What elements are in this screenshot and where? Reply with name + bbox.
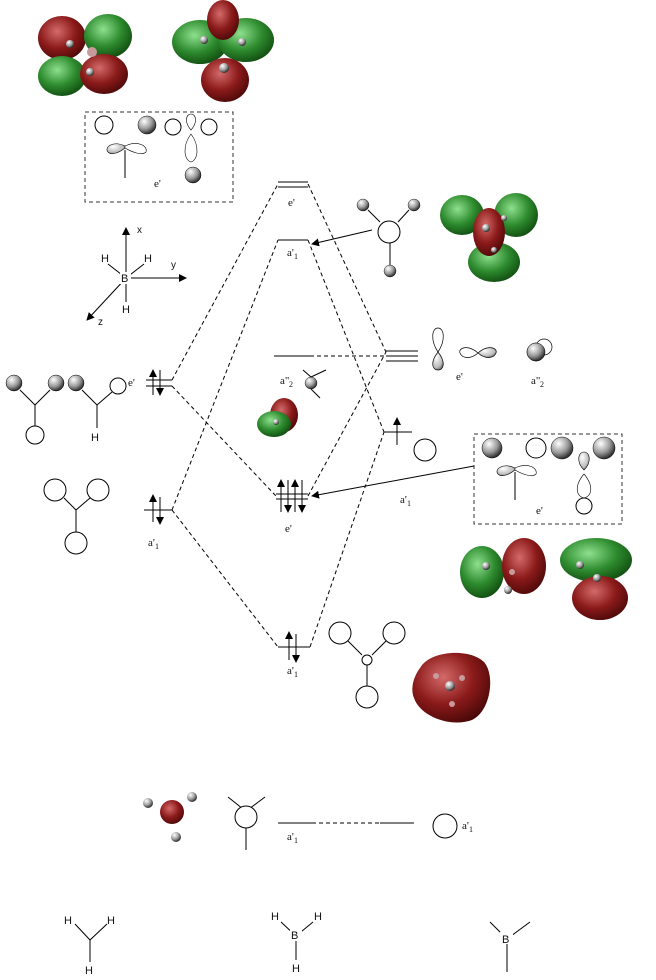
e-salc-box-right: e' bbox=[311, 433, 623, 525]
label-e-prime-bonding: e' bbox=[285, 523, 292, 535]
svg-text:H: H bbox=[314, 911, 322, 923]
label-a1-bottom-left: a' bbox=[287, 831, 294, 843]
orbital-3d-a1-antibonding bbox=[440, 193, 538, 282]
level-left-e-prime bbox=[146, 369, 172, 396]
svg-text:1: 1 bbox=[294, 836, 298, 845]
atom-H-axis-3: H bbox=[122, 304, 130, 316]
level-right-s: a' 1 bbox=[384, 417, 437, 508]
label-a1-bonding: a' bbox=[287, 665, 294, 677]
atom-H-left-salc: H bbox=[91, 432, 99, 444]
a1-bonding-schematic bbox=[328, 621, 406, 709]
svg-text:1: 1 bbox=[469, 825, 473, 834]
ligand-salc-e-left: H e' bbox=[5, 374, 135, 445]
orbital-3d-e-top-2 bbox=[172, 0, 274, 102]
level-right-p bbox=[386, 350, 418, 362]
mo-level-e-antibonding: e' bbox=[278, 181, 308, 209]
svg-text:H: H bbox=[107, 915, 115, 927]
axis-label-z: z bbox=[98, 317, 103, 328]
orbital-3d-e-bonding-1 bbox=[460, 538, 546, 598]
svg-text:1: 1 bbox=[294, 252, 298, 261]
svg-text:H: H bbox=[292, 963, 300, 975]
label-e-prime-box-right: e' bbox=[536, 505, 543, 517]
label-e-prime-p: e' bbox=[456, 371, 463, 383]
svg-text:H: H bbox=[271, 911, 279, 923]
orbital-3d-a1-bonding bbox=[412, 652, 491, 723]
fragment-b: B bbox=[489, 921, 531, 972]
atom-H-axis-1: H bbox=[101, 253, 109, 265]
atom-B-axis: B bbox=[121, 273, 128, 285]
mo-level-a1-antibonding: a' 1 bbox=[278, 239, 308, 261]
a1-antibonding-schematic bbox=[311, 198, 421, 278]
level-left-a1: a' 1 bbox=[144, 494, 172, 551]
orbital-3d-a2 bbox=[257, 398, 298, 437]
label-e-prime-left: e' bbox=[128, 377, 135, 389]
svg-text:1: 1 bbox=[294, 670, 298, 679]
axis-system: B H H H x y z bbox=[86, 225, 187, 328]
axis-label-x: x bbox=[137, 225, 142, 236]
orbital-3d-e-bonding-2 bbox=[560, 538, 632, 620]
e-salc-box-top: e' bbox=[84, 111, 234, 203]
svg-text:2: 2 bbox=[289, 380, 293, 389]
mo-level-a2-nonbonding: a" 2 bbox=[274, 355, 310, 389]
bottom-a1-row: a' 1 a' 1 bbox=[143, 792, 473, 850]
mo-level-a1-bonding: a' 1 bbox=[278, 631, 310, 679]
label-a1-left: a' bbox=[148, 537, 155, 549]
svg-text:2: 2 bbox=[540, 380, 544, 389]
a2-schematic-center bbox=[302, 369, 327, 399]
svg-text:H: H bbox=[64, 915, 72, 927]
ligand-salc-a1-left bbox=[43, 478, 110, 555]
svg-text:B: B bbox=[502, 934, 509, 946]
mo-level-e-bonding: e' bbox=[276, 479, 308, 535]
orbital-3d-e-top-1 bbox=[38, 14, 132, 96]
svg-text:1: 1 bbox=[407, 499, 411, 508]
svg-text:B: B bbox=[291, 930, 298, 942]
fragment-bh3: B H H H bbox=[271, 911, 322, 975]
label-e-prime-box: e' bbox=[154, 178, 161, 190]
label-a1-right: a' bbox=[400, 494, 407, 506]
label-a2-center: a" bbox=[280, 375, 289, 387]
svg-text:1: 1 bbox=[155, 542, 159, 551]
svg-text:H: H bbox=[85, 965, 93, 977]
atom-H-axis-2: H bbox=[144, 253, 152, 265]
axis-label-y: y bbox=[171, 260, 176, 271]
label-a1-bottom-right: a' bbox=[462, 820, 469, 832]
correlation-lines bbox=[171, 183, 387, 648]
fragment-h3: H H H bbox=[64, 915, 115, 977]
label-e-prime-top: e' bbox=[288, 197, 295, 209]
label-a1-top: a' bbox=[287, 247, 294, 259]
label-a2-p: a" bbox=[531, 375, 540, 387]
boron-p-orbitals: e' a" 2 bbox=[432, 327, 553, 389]
